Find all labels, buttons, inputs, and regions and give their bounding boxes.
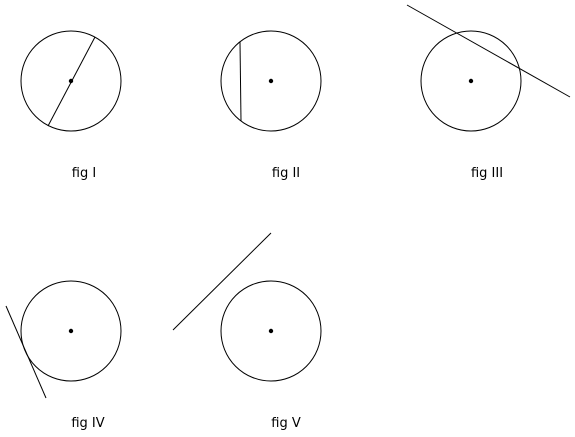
center-point — [468, 78, 474, 84]
circle — [20, 280, 122, 382]
center-point — [268, 78, 274, 84]
circle — [20, 30, 122, 132]
outside-line — [172, 232, 272, 331]
circle — [220, 30, 322, 132]
figure-caption: fig IV — [71, 416, 104, 431]
secant-line — [406, 4, 571, 98]
figure-5: fig V — [172, 232, 322, 431]
circle — [220, 280, 322, 382]
center-point — [68, 78, 74, 84]
circle — [420, 30, 522, 132]
figure-caption: fig V — [271, 416, 301, 431]
figure-caption: fig I — [72, 166, 96, 181]
figure-4: fig IV — [5, 280, 122, 431]
center-point — [68, 328, 74, 334]
figure-caption: fig III — [471, 166, 503, 181]
figure-2: fig II — [220, 30, 322, 181]
tangent-line — [5, 305, 47, 399]
figure-caption: fig II — [272, 166, 300, 181]
figure-3: fig III — [406, 4, 571, 181]
center-point — [268, 328, 274, 334]
chord-line — [239, 41, 242, 122]
figure-1: fig I — [20, 30, 122, 181]
